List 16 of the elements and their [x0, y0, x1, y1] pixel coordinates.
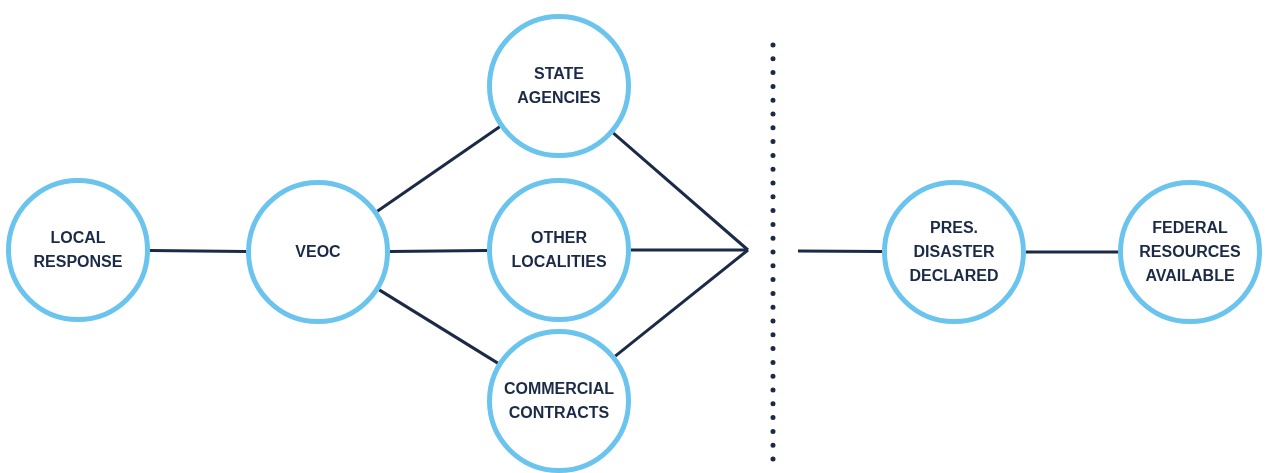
node-label: FEDERAL RESOURCES AVAILABLE — [1138, 218, 1242, 286]
node-label: OTHER LOCALITIES — [510, 228, 608, 272]
connector-line — [376, 125, 501, 213]
node-label: PRES. DISASTER DECLARED — [908, 218, 1000, 286]
node-label: COMMERCIAL CONTRACTS — [503, 379, 615, 423]
connector-line — [612, 132, 749, 252]
node-label: STATE AGENCIES — [516, 64, 602, 108]
connector-line — [1026, 250, 1118, 254]
connector-line — [631, 248, 748, 252]
connector-line — [614, 248, 749, 358]
node-label: VEOC — [295, 242, 341, 262]
connector-line — [150, 249, 246, 253]
connector-line — [798, 249, 882, 254]
connector-line — [390, 249, 487, 253]
connector-line — [378, 288, 499, 365]
node-label: LOCAL RESPONSE — [32, 228, 124, 272]
